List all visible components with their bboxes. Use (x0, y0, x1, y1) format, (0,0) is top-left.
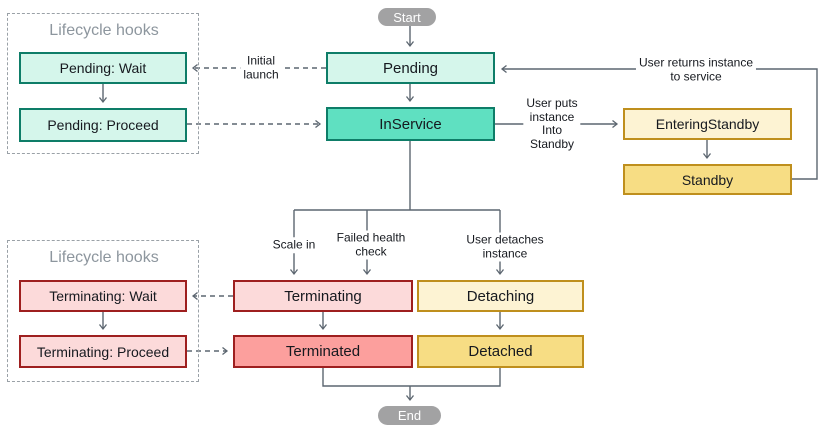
state-detached: Detached (417, 335, 584, 368)
state-terminated: Terminated (233, 335, 413, 368)
hook-terminating-wait: Terminating: Wait (19, 280, 187, 312)
lifecycle-hooks-frame-bottom (7, 240, 199, 382)
edge-inservice-branch-stem (294, 141, 500, 211)
state-entering-standby: EnteringStandby (623, 108, 792, 140)
label-user-puts-instance-into-standby: User puts instance Into Standby (523, 96, 581, 152)
label-failed-health-check: Failed health check (333, 230, 409, 260)
hook-terminating-proceed: Terminating: Proceed (19, 335, 187, 368)
label-initial-launch: Initial launch (240, 53, 282, 83)
lifecycle-hooks-frame-top (7, 13, 199, 154)
state-detaching: Detaching (417, 280, 584, 312)
state-terminating: Terminating (233, 280, 413, 312)
edge-merge-to-end (322, 368, 501, 387)
lifecycle-hooks-title-bottom: Lifecycle hooks (49, 249, 159, 266)
label-scale-in: Scale in (269, 237, 319, 253)
hook-pending-proceed: Pending: Proceed (19, 108, 187, 142)
label-user-detaches-instance: User detaches instance (463, 232, 547, 262)
start-node: Start (378, 8, 436, 26)
hook-pending-wait: Pending: Wait (19, 52, 187, 84)
state-pending: Pending (326, 52, 495, 84)
lifecycle-hooks-title-top: Lifecycle hooks (49, 22, 159, 39)
end-node: End (378, 406, 441, 425)
state-inservice: InService (326, 107, 495, 141)
state-standby: Standby (623, 164, 792, 195)
label-user-returns-instance-to-service: User returns instance to service (635, 55, 757, 85)
